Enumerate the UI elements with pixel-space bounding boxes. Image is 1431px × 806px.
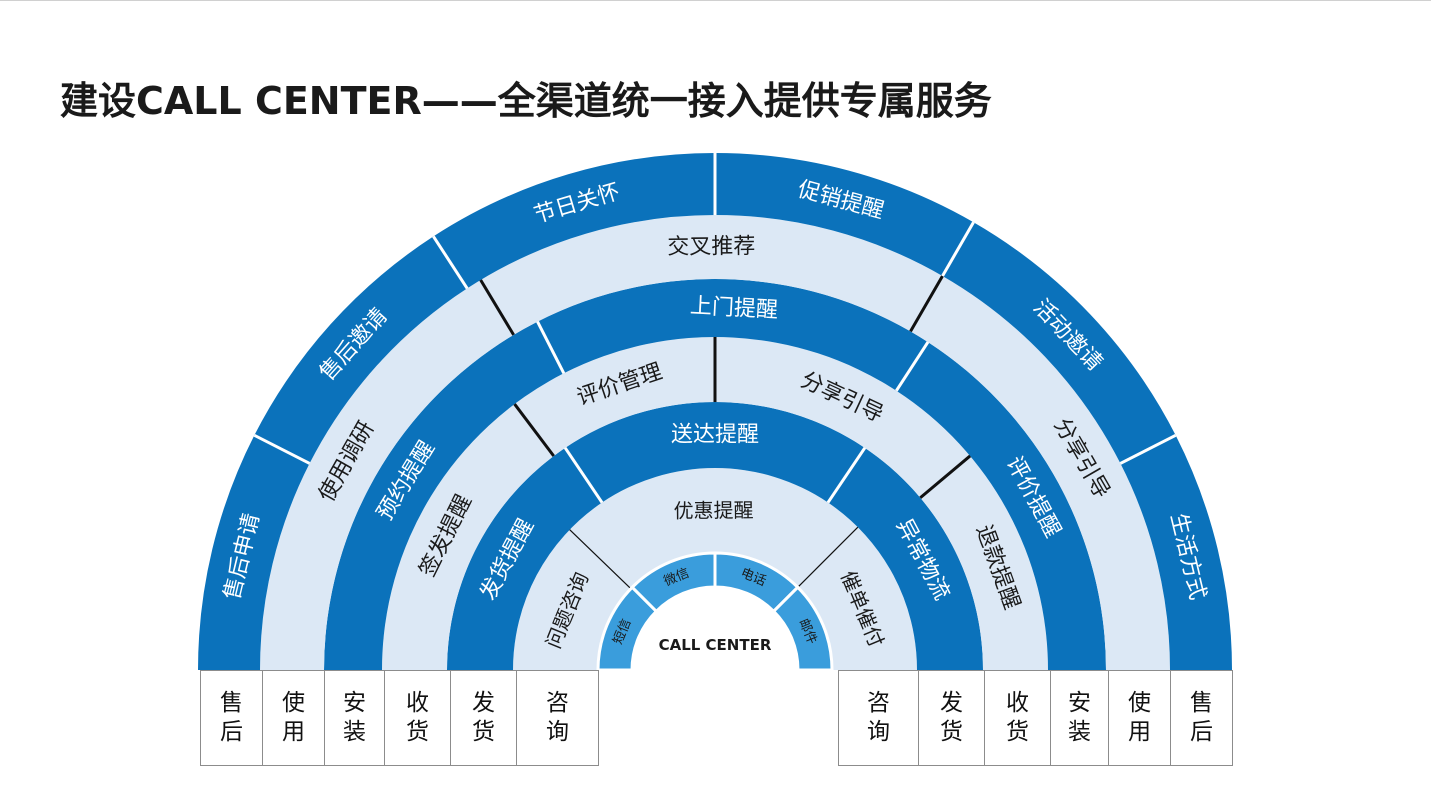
- stage-column-left: 使用: [262, 670, 325, 766]
- ring-segment: [827, 447, 983, 670]
- stage-column-label: 发货: [472, 690, 495, 745]
- ring-segment: [198, 435, 310, 670]
- stage-column-right: 收货: [984, 670, 1051, 766]
- top-rule: [0, 0, 1431, 1]
- ring-aftersale: [198, 153, 1232, 670]
- segment-divider: [536, 320, 566, 374]
- ring-segment: [447, 447, 603, 670]
- segment-label: 上门提醒: [689, 294, 778, 324]
- segment-divider: [797, 526, 859, 588]
- page-title: 建设CALL CENTER——全渠道统一接入提供专属服务: [60, 79, 992, 123]
- center-hub: [632, 587, 798, 670]
- stage-column-left: 售后: [200, 670, 263, 766]
- ring-segment: [715, 337, 971, 498]
- ring-install: [324, 279, 1106, 670]
- ring-segment: [920, 455, 1048, 670]
- ring-segment: [896, 342, 1106, 670]
- ring-segment: [1120, 435, 1232, 670]
- ring-segment: [260, 279, 514, 670]
- segment-label: 交叉推荐: [667, 234, 755, 260]
- stage-column-label: 售后: [220, 690, 243, 745]
- ring-segment: [382, 404, 554, 670]
- center-label: CALL CENTER: [659, 636, 772, 654]
- stage-column-label: 收货: [1006, 690, 1029, 745]
- stage-column-right: 售后: [1170, 670, 1233, 766]
- stage-column-left: 发货: [450, 670, 517, 766]
- segment-divider: [563, 446, 604, 504]
- ring-receive: [382, 337, 1048, 670]
- segment-divider: [513, 403, 555, 457]
- segment-divider: [895, 341, 930, 392]
- stage-column-right: 使用: [1108, 670, 1171, 766]
- segment-divider: [909, 275, 944, 333]
- segment-label: 送达提醒: [671, 423, 759, 448]
- ring-segment: [480, 215, 943, 335]
- segment-divider: [569, 529, 632, 590]
- stage-column-label: 咨询: [546, 690, 569, 745]
- stage-column-right: 安装: [1050, 670, 1109, 766]
- ring-segment: [433, 153, 715, 289]
- ring-segment: [565, 402, 865, 503]
- stage-column-label: 咨询: [867, 690, 890, 745]
- stage-column-right: 咨询: [838, 670, 919, 766]
- ring-segment: [514, 337, 715, 456]
- segment-divider: [919, 454, 972, 499]
- stage-column-label: 收货: [406, 690, 429, 745]
- ring-segment: [537, 279, 928, 391]
- ring-segment: [910, 275, 1170, 670]
- stage-column-label: 使用: [1128, 690, 1151, 745]
- segment-divider: [479, 279, 515, 336]
- stage-column-label: 发货: [940, 690, 963, 745]
- stage-column-left: 咨询: [516, 670, 599, 766]
- segment-divider: [941, 221, 975, 277]
- stage-column-right: 发货: [918, 670, 985, 766]
- ring-use: [260, 215, 1170, 670]
- stage-column-label: 安装: [343, 690, 366, 745]
- ring-segment: [569, 467, 858, 589]
- ring-segment: [942, 222, 1176, 464]
- ring-segment: [513, 529, 631, 670]
- ring-segment: [715, 153, 974, 276]
- segment-divider: [253, 433, 311, 465]
- segment-label: 优惠提醒: [674, 498, 754, 523]
- stage-column-left: 安装: [324, 670, 385, 766]
- ring-segment: [324, 321, 564, 670]
- stage-column-label: 售后: [1190, 690, 1213, 745]
- stage-column-label: 使用: [282, 690, 305, 745]
- segment-divider: [432, 235, 469, 290]
- segment-divider: [1119, 433, 1177, 465]
- stage-column-left: 收货: [384, 670, 451, 766]
- ring-segment: [254, 236, 468, 464]
- segment-divider: [826, 446, 867, 504]
- ring-consult: [513, 467, 917, 670]
- ring-ship: [447, 402, 983, 670]
- stage-column-label: 安装: [1068, 690, 1091, 745]
